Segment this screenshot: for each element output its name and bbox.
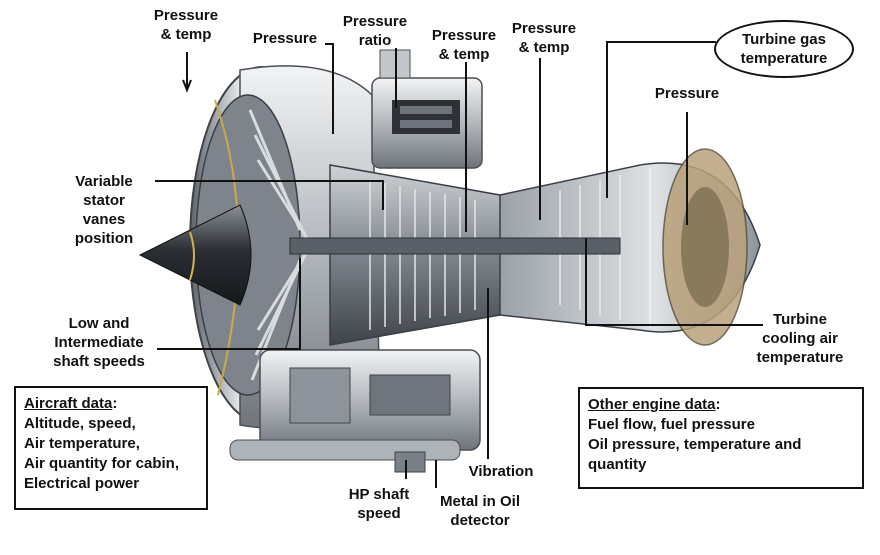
label-pressure-temp-right: Pressure & temp <box>511 20 577 56</box>
label-metal-in-oil-detector: Metal in Oil detector <box>439 493 520 529</box>
label-turbine-gas-temperature: Turbine gas temperature <box>714 20 854 78</box>
label-pressure-right: Pressure <box>654 85 720 102</box>
other-engine-data-box: Other engine data: Fuel flow, fuel press… <box>578 387 864 489</box>
gearbox <box>371 49 483 169</box>
turbine-section <box>499 148 761 346</box>
main-shaft <box>289 237 621 255</box>
label-pressure-top: Pressure <box>252 30 318 47</box>
label-pressure-ratio: Pressure ratio <box>342 13 408 49</box>
lower-accessories <box>229 349 481 473</box>
label-low-intermediate-shaft-speeds: Low and Intermediate shaft speeds <box>53 315 145 370</box>
nose-cone <box>138 204 252 306</box>
label-pressure-temp-left: Pressure & temp <box>153 7 219 43</box>
compressor-core <box>329 164 521 346</box>
label-pressure-temp-mid: Pressure & temp <box>431 27 497 63</box>
leader-lines <box>155 41 763 488</box>
aircraft-data-box: Aircraft data: Altitude, speed, Air temp… <box>14 386 208 510</box>
aircraft-data-header: Aircraft data: <box>24 395 118 412</box>
label-variable-stator-vanes: Variable stator vanes position <box>74 173 134 247</box>
label-vibration: Vibration <box>468 463 534 480</box>
label-turbine-cooling-air: Turbine cooling air temperature <box>756 311 844 366</box>
label-hp-shaft-speed: HP shaft speed <box>348 486 410 522</box>
engine-data-header: Other engine data: <box>588 396 721 413</box>
